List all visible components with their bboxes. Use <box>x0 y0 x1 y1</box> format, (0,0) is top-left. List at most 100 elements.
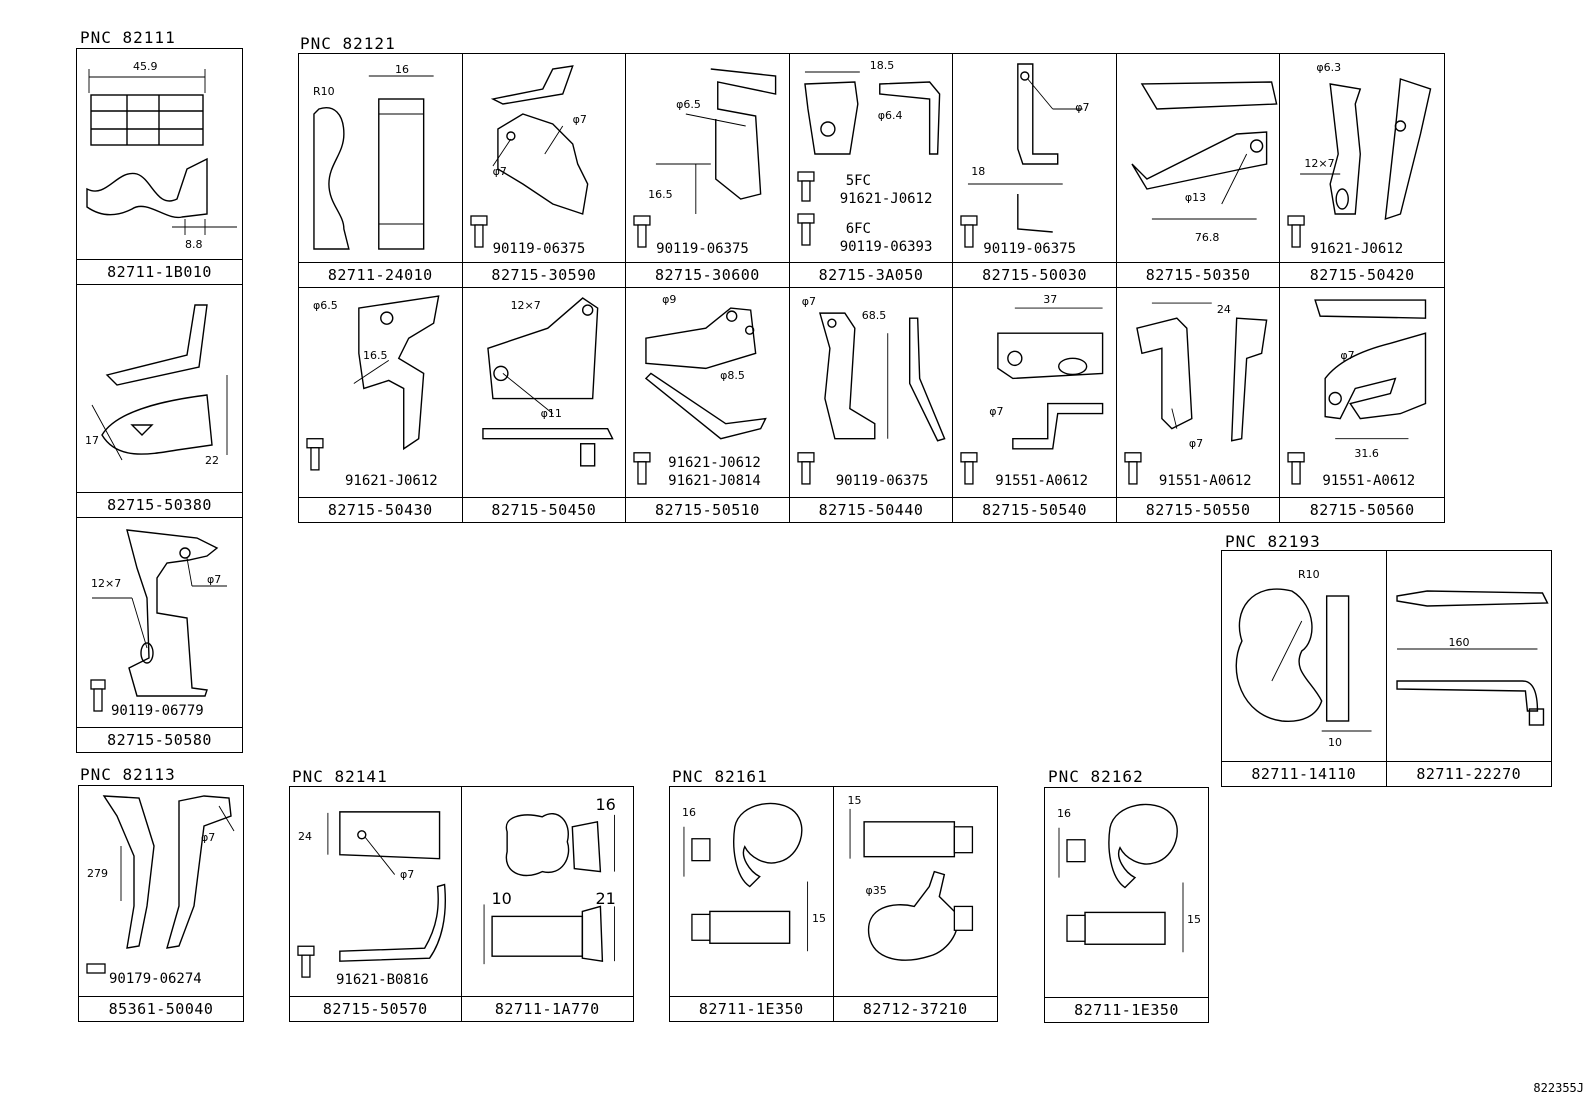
dimension-label: φ7 <box>400 868 415 881</box>
part-cell[interactable]: φ9 φ8.5 91621-J0612 91621-J0814 82715-50… <box>626 288 790 522</box>
bolt-part-number[interactable]: 90179-06274 <box>109 971 202 987</box>
dimension-label: φ11 <box>540 407 562 420</box>
dimension-label: 160 <box>1448 636 1470 649</box>
part-cell[interactable]: 12×7 φ7 90119-06779 82715-50580 <box>77 518 242 752</box>
part-number[interactable]: 82715-30590 <box>462 262 626 287</box>
part-cell[interactable]: 16 15 82711-1E350 <box>670 787 834 1021</box>
part-number[interactable]: 82715-50510 <box>626 497 789 522</box>
dimension-label: 24 <box>1216 303 1231 316</box>
bolt-part-number[interactable]: 91621-J0612 <box>1310 241 1404 257</box>
part-number[interactable]: 82715-50350 <box>1116 262 1280 287</box>
part-number[interactable]: 82715-50030 <box>953 262 1116 287</box>
dimension-label: 18 <box>971 165 986 178</box>
part-number[interactable]: 82715-50430 <box>299 497 462 522</box>
part-number[interactable]: 82715-50420 <box>1280 262 1444 287</box>
part-illustration: R10 16 <box>299 54 462 262</box>
part-number[interactable]: 82711-1A770 <box>461 996 633 1021</box>
part-cell[interactable]: 24 φ7 91551-A0612 82715-50550 <box>1116 288 1281 522</box>
part-cell[interactable]: φ6.5 16.5 91621-J0612 82715-50430 <box>299 288 463 522</box>
part-illustration: 16 10 21 <box>462 787 634 996</box>
bolt-variant-label: 5FC <box>845 173 871 189</box>
bolt-part-number[interactable]: 91551-A0612 <box>995 473 1088 489</box>
part-illustration: 160 <box>1387 551 1552 761</box>
bolt-part-number[interactable]: 91621-J0612 <box>668 455 761 471</box>
bolt-part-number[interactable]: 90119-06779 <box>111 703 204 719</box>
part-cell[interactable]: 24 φ7 91621-B0816 82715-50570 <box>290 787 462 1021</box>
part-number[interactable]: 82711-14110 <box>1222 761 1386 786</box>
part-cell[interactable]: φ6.3 12×7 91621-J0612 82715-50420 <box>1280 54 1444 288</box>
part-cell[interactable]: φ6.5 16.5 90119-06375 82715-30600 <box>626 54 790 288</box>
part-illustration: 16 15 <box>670 787 833 996</box>
part-cell[interactable]: 17 22 82715-50380 <box>77 285 242 518</box>
bolt-part-number[interactable]: 90119-06375 <box>656 241 749 257</box>
dimension-label: φ7 <box>492 165 507 178</box>
bolt-part-number[interactable]: 90119-06375 <box>983 241 1076 257</box>
part-illustration: φ6.5 16.5 91621-J0612 <box>299 288 462 497</box>
pnc-82162-table: 16 15 82711-1E350 <box>1044 787 1209 1023</box>
dimension-label: 16 <box>682 806 696 819</box>
part-cell[interactable]: 279 φ7 90179-06274 85361-50040 <box>79 786 243 1021</box>
part-cell[interactable]: 37 φ7 91551-A0612 82715-50540 <box>953 288 1117 522</box>
part-cell[interactable]: 16 15 82711-1E350 <box>1045 788 1208 1022</box>
dimension-label: 17 <box>85 434 99 447</box>
part-number[interactable]: 82715-50450 <box>462 497 626 522</box>
dimension-label: φ13 <box>1184 191 1207 204</box>
part-number[interactable]: 82711-1B010 <box>77 259 242 284</box>
bolt-part-number[interactable]: 90119-06375 <box>492 241 586 257</box>
part-cell[interactable]: 15 φ35 82712-37210 <box>833 787 997 1021</box>
pnc-82113-table: 279 φ7 90179-06274 85361-50040 <box>78 785 244 1022</box>
part-cell[interactable]: 18.5 φ6.4 5FC 91621-J0612 6FC 90119-0639… <box>789 54 954 288</box>
dimension-label: φ7 <box>572 113 587 126</box>
part-cell[interactable]: 12×7 φ11 82715-50450 <box>462 288 627 522</box>
part-number[interactable]: 82715-50540 <box>953 497 1116 522</box>
dimension-label: φ7 <box>201 831 216 844</box>
part-cell[interactable]: 16 10 21 82711-1A770 <box>461 787 634 1021</box>
part-number[interactable]: 82711-1E350 <box>670 996 833 1021</box>
part-illustration: 24 φ7 91551-A0612 <box>1117 288 1280 497</box>
part-number[interactable]: 82711-24010 <box>299 262 462 287</box>
bolt-part-number[interactable]: 91621-J0612 <box>839 191 933 207</box>
bolt-part-number[interactable]: 90119-06375 <box>835 473 929 489</box>
part-number[interactable]: 85361-50040 <box>79 996 243 1021</box>
part-cell[interactable]: φ7 31.6 91551-A0612 82715-50560 <box>1280 288 1444 522</box>
dimension-label: 16 <box>1057 807 1071 820</box>
bolt-part-number[interactable]: 91621-B0816 <box>336 972 429 988</box>
part-cell[interactable]: R10 16 82711-24010 <box>299 54 463 288</box>
bolt-part-number[interactable]: 90119-06393 <box>839 239 933 255</box>
part-cell[interactable]: φ7 φ7 90119-06375 82715-30590 <box>462 54 627 288</box>
part-illustration: 24 φ7 91621-B0816 <box>290 787 461 996</box>
part-number[interactable]: 82711-22270 <box>1386 761 1551 786</box>
part-cell[interactable]: 45.9 8.8 82711-1B010 <box>77 49 242 285</box>
part-cell[interactable]: 160 82711-22270 <box>1386 551 1552 786</box>
part-number[interactable]: 82715-50560 <box>1280 497 1444 522</box>
pnc-82121-table: R10 16 82711-24010 φ7 φ7 90119-06375 827… <box>298 53 1445 523</box>
part-number[interactable]: 82715-30600 <box>626 262 789 287</box>
part-number[interactable]: 82715-50580 <box>77 727 242 752</box>
dimension-label: φ7 <box>801 295 816 308</box>
dimension-label: 24 <box>298 830 312 843</box>
part-cell[interactable]: φ7 18 90119-06375 82715-50030 <box>953 54 1117 288</box>
part-number[interactable]: 82715-3A050 <box>789 262 953 287</box>
part-illustration: φ7 φ7 90119-06375 <box>463 54 626 262</box>
bolt-part-number[interactable]: 91551-A0612 <box>1322 473 1416 489</box>
part-number[interactable]: 82715-50550 <box>1116 497 1280 522</box>
dimension-label: 12×7 <box>510 299 541 312</box>
part-number[interactable]: 82715-50380 <box>77 492 242 517</box>
bolt-part-number[interactable]: 91621-J0814 <box>668 473 761 489</box>
pnc-label-82193: PNC 82193 <box>1225 532 1321 551</box>
dimension-label: 16.5 <box>648 188 673 201</box>
part-cell[interactable]: φ13 76.8 82715-50350 <box>1116 54 1281 288</box>
part-cell[interactable]: φ7 68.5 90119-06375 82715-50440 <box>789 288 954 522</box>
part-number[interactable]: 82712-37210 <box>833 996 997 1021</box>
part-cell[interactable]: R10 10 82711-14110 <box>1222 551 1387 786</box>
bolt-part-number[interactable]: 91621-J0612 <box>345 473 438 489</box>
part-illustration: R10 10 <box>1222 551 1386 761</box>
bolt-part-number[interactable]: 91551-A0612 <box>1158 473 1252 489</box>
part-number[interactable]: 82711-1E350 <box>1045 997 1208 1022</box>
diagram-code: 822355J <box>1533 1081 1584 1095</box>
part-number[interactable]: 82715-50570 <box>290 996 461 1021</box>
part-number[interactable]: 82715-50440 <box>789 497 953 522</box>
dimension-label: 68.5 <box>861 309 887 322</box>
pnc-label-82162: PNC 82162 <box>1048 767 1144 786</box>
part-illustration: φ7 18 90119-06375 <box>953 54 1116 262</box>
